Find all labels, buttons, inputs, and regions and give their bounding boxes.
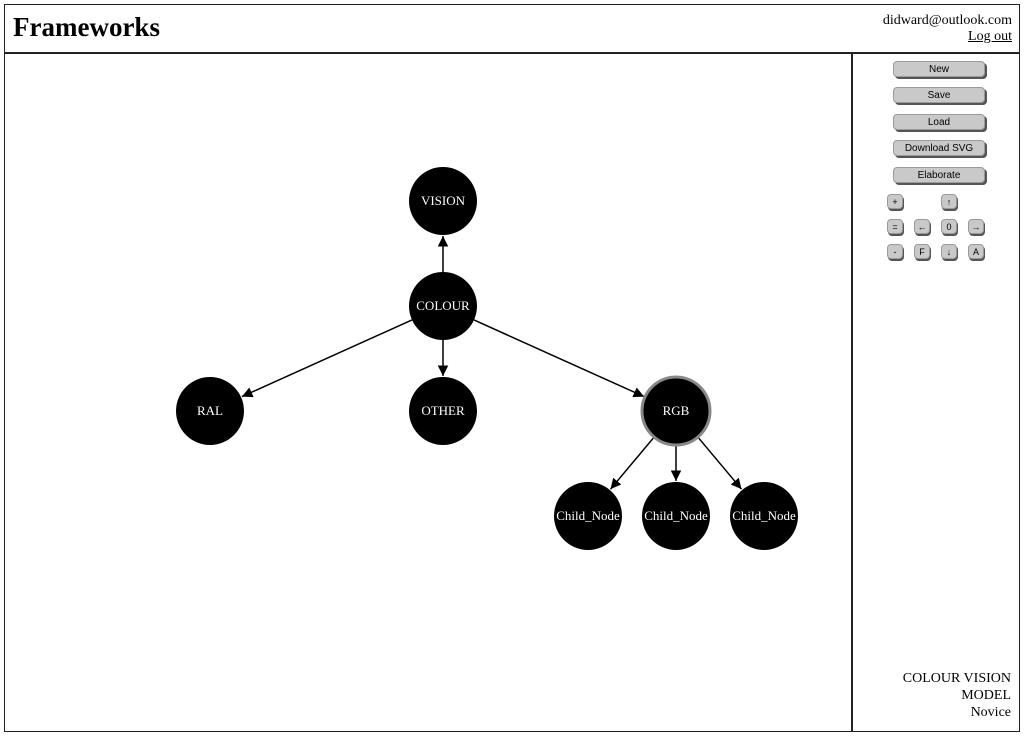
user-box: didward@outlook.com Log out — [883, 13, 1012, 45]
pan-left-button[interactable]: ← — [914, 219, 930, 234]
edge-colour-ral — [241, 319, 413, 398]
graph-node-label: COLOUR — [416, 298, 470, 313]
user-email: didward@outlook.com — [882, 13, 1012, 28]
nodes-layer: VISION COLOUR RAL OTHER RGB Child_Node Child_N… — [176, 167, 798, 550]
new-button[interactable]: New — [893, 61, 985, 77]
fit-button[interactable]: F — [914, 244, 930, 259]
graph-node-colour[interactable]: COLOUR — [409, 272, 477, 340]
auto-layout-button[interactable]: A — [968, 244, 984, 259]
graph-node-circle[interactable] — [640, 375, 712, 447]
graph-node-label: OTHER — [421, 403, 465, 418]
graph-node-label: RAL — [197, 403, 223, 418]
pan-down-button[interactable]: ↓ — [941, 244, 957, 259]
graph-svg[interactable]: VISION COLOUR RAL OTHER RGB Child_Node Child_N… — [5, 54, 851, 731]
graph-node-circle[interactable] — [176, 377, 244, 445]
model-name: COLOUR VISION MODEL — [902, 671, 1011, 703]
zoom-out-button[interactable]: - — [887, 244, 903, 259]
graph-node-child3[interactable]: Child_Node — [730, 482, 798, 550]
graph-canvas[interactable]: VISION COLOUR RAL OTHER RGB Child_Node Child_N… — [5, 54, 851, 731]
header: Frameworks didward@outlook.com Log out — [5, 5, 1019, 54]
save-button[interactable]: Save — [893, 87, 985, 103]
pan-up-button[interactable]: ↑ — [941, 194, 957, 209]
graph-node-circle[interactable] — [730, 482, 798, 550]
edge-rgb-child3 — [697, 436, 743, 490]
edges-layer — [241, 236, 743, 490]
graph-node-circle[interactable] — [409, 167, 477, 235]
logout-link[interactable]: Log out — [968, 29, 1012, 44]
graph-node-other[interactable]: OTHER — [409, 377, 477, 445]
model-level: Novice — [970, 705, 1011, 720]
edge-colour-rgb — [473, 319, 645, 398]
pan-right-button[interactable]: → — [968, 219, 984, 234]
zoom-reset-button[interactable]: = — [887, 219, 903, 234]
graph-node-vision[interactable]: VISION — [409, 167, 477, 235]
graph-node-child2[interactable]: Child_Node — [642, 482, 710, 550]
load-button[interactable]: Load — [893, 114, 985, 130]
graph-node-label: Child_Node — [644, 508, 708, 523]
app-title: Frameworks — [13, 12, 160, 42]
graph-node-label: VISION — [421, 193, 466, 208]
graph-node-ral[interactable]: RAL — [176, 377, 244, 445]
elaborate-button[interactable]: Elaborate — [893, 167, 985, 183]
model-info: COLOUR VISION MODEL Novice — [853, 670, 1011, 721]
graph-node-circle[interactable] — [409, 272, 477, 340]
app-frame: Frameworks didward@outlook.com Log out V… — [4, 4, 1020, 732]
download-svg-button[interactable]: Download SVG — [893, 140, 985, 156]
graph-node-rgb[interactable]: RGB — [640, 375, 712, 447]
graph-node-child1[interactable]: Child_Node — [554, 482, 622, 550]
graph-node-circle[interactable] — [642, 482, 710, 550]
graph-node-circle[interactable] — [554, 482, 622, 550]
side-panel: New Save Load Download SVG Elaborate + ↑… — [851, 54, 1019, 731]
pan-center-button[interactable]: 0 — [941, 219, 957, 234]
graph-node-label: Child_Node — [732, 508, 796, 523]
graph-node-label: RGB — [663, 403, 690, 418]
edge-rgb-child1 — [609, 436, 655, 490]
graph-node-circle[interactable] — [409, 377, 477, 445]
zoom-in-button[interactable]: + — [887, 194, 903, 209]
graph-node-label: Child_Node — [556, 508, 620, 523]
